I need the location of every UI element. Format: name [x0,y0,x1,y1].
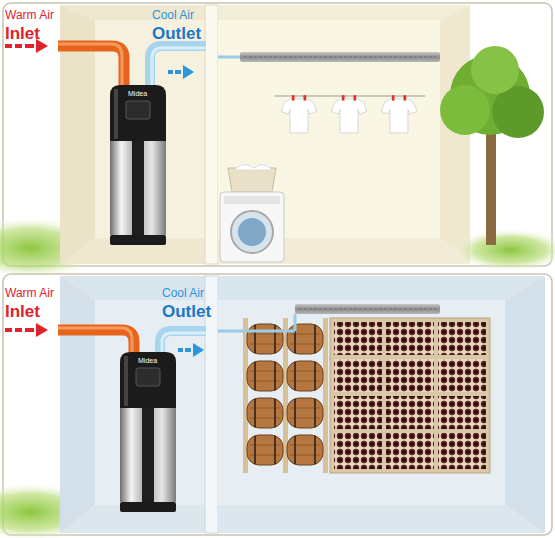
outlet-label: Cool Air Outlet [152,4,222,43]
brand-logo: Midea [137,357,158,365]
inlet-label: Warm Air Inlet [5,282,75,321]
brand-logo: Midea [127,90,148,98]
outlet-label: Cool Air Outlet [162,282,232,321]
inlet-label: Warm Air Inlet [5,4,75,43]
